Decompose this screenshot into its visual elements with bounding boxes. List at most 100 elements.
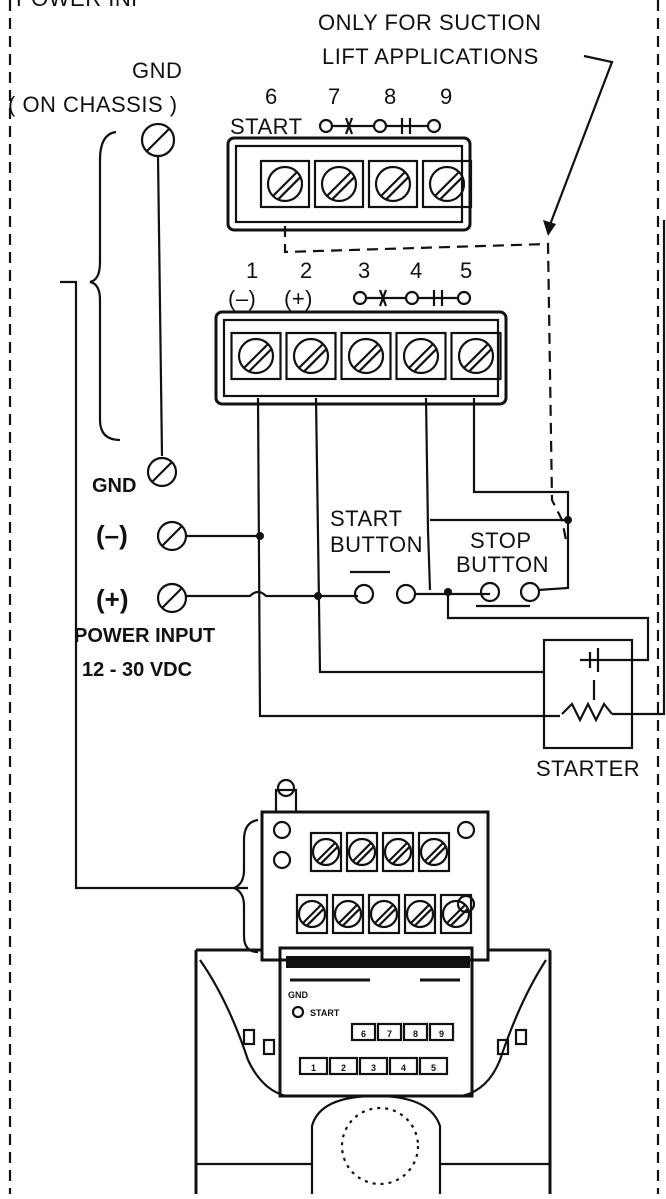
unit-panel-box-3: 3 bbox=[358, 1056, 389, 1076]
left-gnd-screw-slot bbox=[151, 461, 173, 483]
upper-terminal-screw-4 bbox=[421, 159, 473, 209]
left-plus-screw-slot bbox=[161, 587, 183, 609]
lower-terminal-block bbox=[214, 310, 508, 406]
left-minus-screw-slot bbox=[161, 525, 183, 547]
wire-starter-feed bbox=[446, 592, 650, 662]
wire-terminal-2 bbox=[314, 397, 544, 674]
stop-button-label-2: BUTTON bbox=[456, 552, 549, 577]
terminal-number-5: 5 bbox=[460, 258, 473, 283]
terminal-number-2: 2 bbox=[300, 258, 313, 283]
gnd-chassis-note: ( ON CHASSIS ) bbox=[8, 92, 178, 117]
unit-upper-screw-4 bbox=[417, 831, 451, 873]
svg-text:7: 7 bbox=[387, 1029, 392, 1039]
unit-panel-box-1: 1 bbox=[298, 1056, 329, 1076]
starter-label: STARTER bbox=[536, 756, 640, 781]
junction-minus bbox=[256, 532, 264, 540]
terminal-number-9: 9 bbox=[440, 84, 453, 109]
junction-stop bbox=[564, 516, 572, 524]
unit-panel-box-9: 9 bbox=[428, 1022, 455, 1042]
svg-text:6: 6 bbox=[361, 1029, 366, 1039]
svg-text:2: 2 bbox=[341, 1063, 346, 1073]
unit-gnd-label: GND bbox=[288, 990, 309, 1000]
unit-lower-screw-1 bbox=[295, 893, 329, 935]
unit-upper-screw-2 bbox=[345, 831, 379, 873]
suction-lift-wire bbox=[283, 226, 568, 541]
left-brace bbox=[89, 130, 121, 442]
svg-text:9: 9 bbox=[439, 1029, 444, 1039]
power-input-label: POWER INPUT bbox=[74, 625, 215, 647]
svg-text:5: 5 bbox=[431, 1063, 436, 1073]
left-plus-screw bbox=[156, 582, 188, 614]
wire-terminal-5 bbox=[472, 398, 570, 592]
upper-terminal-screw-3 bbox=[367, 159, 419, 209]
wire-terminal-4 bbox=[424, 397, 432, 591]
upper-terminal-screw-1 bbox=[259, 159, 311, 209]
suction-note-arrow bbox=[546, 54, 614, 231]
stop-button-label-1: STOP bbox=[470, 528, 532, 553]
lower-terminal-screw-2 bbox=[285, 331, 337, 381]
lower-contact-symbols bbox=[352, 289, 472, 307]
terminal-number-8: 8 bbox=[384, 84, 397, 109]
suction-note-line1: ONLY FOR SUCTION bbox=[318, 10, 542, 35]
unit-mounting-plate bbox=[260, 778, 490, 962]
suction-note-arrowhead bbox=[543, 220, 556, 236]
unit-upper-screw-1 bbox=[309, 831, 343, 873]
terminal-number-7: 7 bbox=[328, 84, 341, 109]
unit-panel-box-2: 2 bbox=[328, 1056, 359, 1076]
lower-terminal-screw-3 bbox=[340, 331, 392, 381]
polarity-minus-label: (–) bbox=[228, 286, 256, 311]
lower-terminal-screw-5 bbox=[450, 331, 502, 381]
chassis-ground-screw-slot bbox=[146, 128, 170, 152]
lower-terminal-screw-1 bbox=[230, 331, 282, 381]
gnd-wire bbox=[156, 155, 164, 457]
polarity-plus-label: (+) bbox=[284, 286, 313, 311]
gnd-chassis-label: GND bbox=[132, 58, 182, 83]
upper-terminal-block bbox=[226, 136, 473, 232]
svg-text:1: 1 bbox=[311, 1063, 316, 1073]
lower-terminal-screw-4 bbox=[395, 331, 447, 381]
svg-text:3: 3 bbox=[371, 1063, 376, 1073]
starter-box bbox=[542, 220, 666, 750]
start-button-label-2: BUTTON bbox=[330, 532, 423, 557]
power-input-header: POWER INP bbox=[16, 0, 146, 11]
unit-panel-box-4: 4 bbox=[388, 1056, 419, 1076]
unit-brace bbox=[231, 818, 259, 954]
unit-panel-box-6: 6 bbox=[350, 1022, 377, 1042]
wire-terminal-1 bbox=[256, 397, 560, 718]
unit-start-label: START bbox=[310, 1008, 340, 1018]
upper-contact-symbols bbox=[318, 117, 442, 135]
upper-terminal-screw-2 bbox=[313, 159, 365, 209]
left-gnd-label: GND bbox=[92, 475, 136, 497]
stop-button-symbol bbox=[476, 581, 541, 608]
left-plus-label: (+) bbox=[96, 584, 129, 614]
left-gnd-screw bbox=[146, 456, 178, 488]
junction-plus bbox=[314, 592, 322, 600]
terminal-number-1: 1 bbox=[246, 258, 259, 283]
unit-lower-screw-3 bbox=[367, 893, 401, 935]
suction-note-line2: LIFT APPLICATIONS bbox=[322, 44, 539, 69]
unit-housing bbox=[194, 946, 552, 1194]
unit-panel-box-8: 8 bbox=[402, 1022, 429, 1042]
terminal-number-6: 6 bbox=[265, 84, 278, 109]
lead-to-unit bbox=[60, 280, 248, 890]
unit-lower-screw-5 bbox=[439, 893, 473, 935]
unit-panel-box-7: 7 bbox=[376, 1022, 403, 1042]
wire-plus bbox=[186, 590, 358, 598]
start-button-label-1: START bbox=[330, 506, 403, 531]
svg-text:8: 8 bbox=[413, 1029, 418, 1039]
left-minus-label: (–) bbox=[96, 520, 128, 550]
unit-panel-box-5: 5 bbox=[418, 1056, 449, 1076]
lower-terminal-numbers: 1 2 3 4 5 bbox=[246, 258, 473, 283]
unit-label-panel: GND START 6 7 8 9 1 2 3 4 5 bbox=[286, 956, 470, 1076]
upper-start-label: START bbox=[230, 114, 303, 139]
terminal-number-4: 4 bbox=[410, 258, 423, 283]
unit-lower-screw-2 bbox=[331, 893, 365, 935]
start-button-symbol bbox=[350, 570, 490, 605]
upper-terminal-numbers: 6 7 8 9 bbox=[265, 84, 453, 109]
unit-lower-screw-4 bbox=[403, 893, 437, 935]
voltage-label: 12 - 30 VDC bbox=[82, 659, 192, 681]
svg-text:4: 4 bbox=[401, 1063, 406, 1073]
terminal-number-3: 3 bbox=[358, 258, 371, 283]
